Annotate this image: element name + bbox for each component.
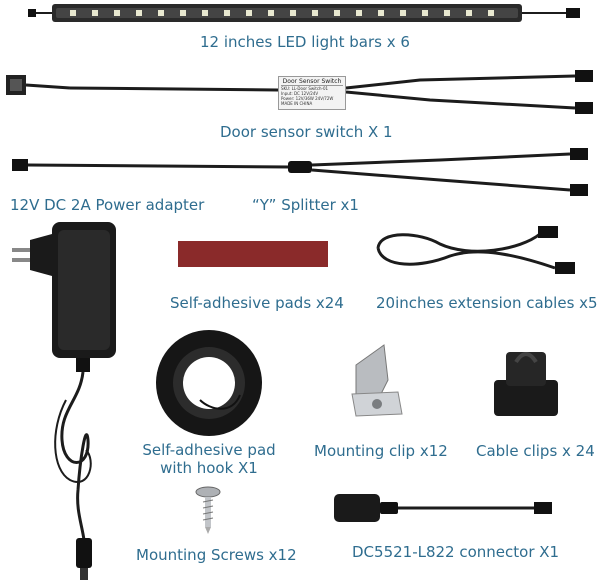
- label-y-splitter: “Y” Splitter x1: [252, 196, 359, 214]
- sensor-box-line: MADE IN CHINA: [281, 101, 313, 106]
- label-cable-clips: Cable clips x 24: [476, 442, 595, 460]
- label-mounting-clip: Mounting clip x12: [314, 442, 448, 460]
- label-adhesive-pads: Self-adhesive pads x24: [170, 294, 344, 312]
- dc-connector: [334, 494, 552, 522]
- sensor-box-line: Power: 12V/36W 24V/72W: [281, 96, 334, 101]
- label-connector: DC5521-L822 connector X1: [352, 543, 560, 561]
- sensor-box-line: SKU: LL-Door Switch-01: [281, 86, 329, 91]
- extension-cable: [376, 226, 575, 274]
- adhesive-pad-strip: [178, 241, 328, 267]
- cable-clip: [494, 352, 558, 416]
- adhesive-roll: [156, 330, 262, 436]
- mounting-clip: [351, 344, 403, 417]
- mounting-screw: [195, 486, 221, 534]
- sensor-box: Door Sensor Switch SKU: LL-Door Switch-0…: [278, 76, 346, 110]
- label-pad-hook-line2: with hook X1: [160, 459, 258, 477]
- label-door-sensor: Door sensor switch X 1: [220, 123, 393, 141]
- label-mounting-screws: Mounting Screws x12: [136, 546, 297, 564]
- led-light-bar: [28, 4, 580, 22]
- label-pad-hook-line1: Self-adhesive pad: [142, 441, 276, 459]
- label-light-bars: 12 inches LED light bars x 6: [200, 33, 410, 51]
- label-pad-hook: Self-adhesive pad with hook X1: [138, 441, 280, 477]
- sensor-box-line: Input: DC 12V/24V: [281, 91, 319, 96]
- label-power-adapter: 12V DC 2A Power adapter: [10, 196, 205, 214]
- y-splitter-cable: [12, 148, 588, 196]
- label-extension-cables: 20inches extension cables x5: [376, 294, 598, 312]
- door-sensor-switch: [6, 70, 593, 114]
- power-adapter: [12, 222, 116, 580]
- sensor-box-title: Door Sensor Switch: [281, 78, 343, 86]
